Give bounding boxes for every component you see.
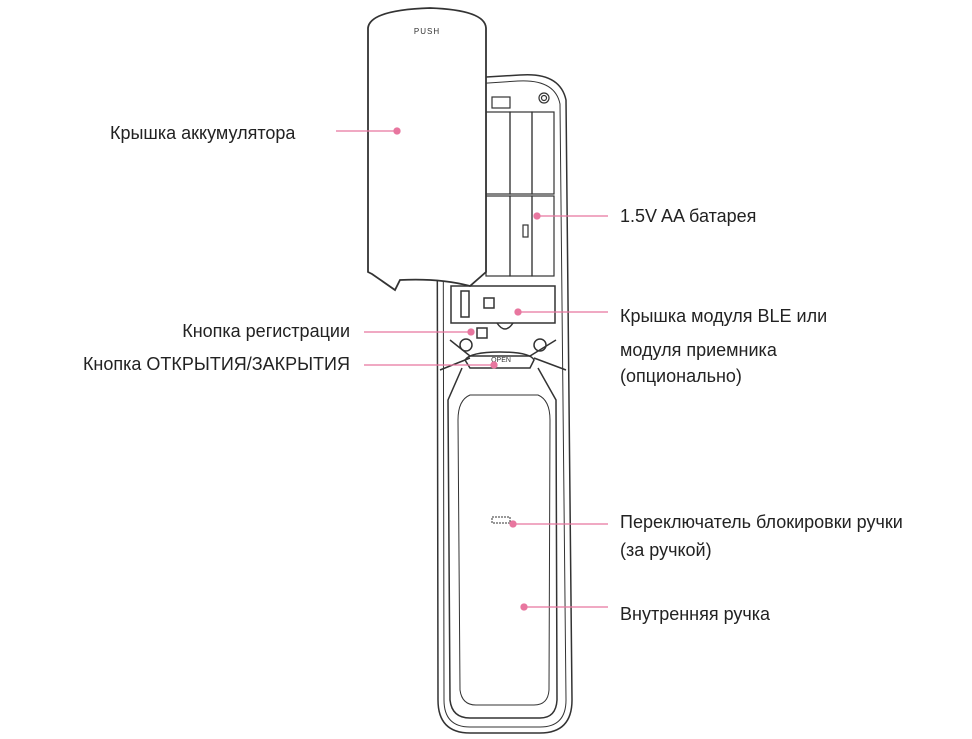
label-open-close-button: Кнопка ОТКРЫТИЯ/ЗАКРЫТИЯ (82, 354, 350, 374)
label-ble-cover-2: модуля приемника (620, 340, 777, 360)
label-handle-lock-1: Переключатель блокировки ручки (620, 512, 903, 532)
inner-handle-shape (447, 367, 558, 719)
push-mark: PUSH (414, 27, 440, 36)
label-ble-cover-1: Крышка модуля BLE или (620, 306, 828, 326)
handle-lock-switch (491, 516, 511, 524)
lock-body (436, 73, 573, 734)
ble-module-cover (450, 285, 556, 324)
open-mark: OPEN (491, 357, 511, 364)
leader-lines (336, 127, 608, 611)
label-ble-cover-3: (опционально) (620, 366, 742, 386)
open-close-button-shape (464, 351, 535, 369)
register-button-shape (476, 327, 488, 339)
battery-compartment (485, 92, 555, 277)
battery-cover-shape (367, 7, 487, 292)
label-handle-lock-2: (за ручкой) (620, 540, 712, 560)
label-inner-handle: Внутренняя ручка (620, 604, 771, 624)
label-register-button: Кнопка регистрации (182, 321, 350, 341)
label-battery: 1.5V AA батарея (620, 206, 757, 226)
label-battery-cover: Крышка аккумулятора (110, 123, 296, 143)
